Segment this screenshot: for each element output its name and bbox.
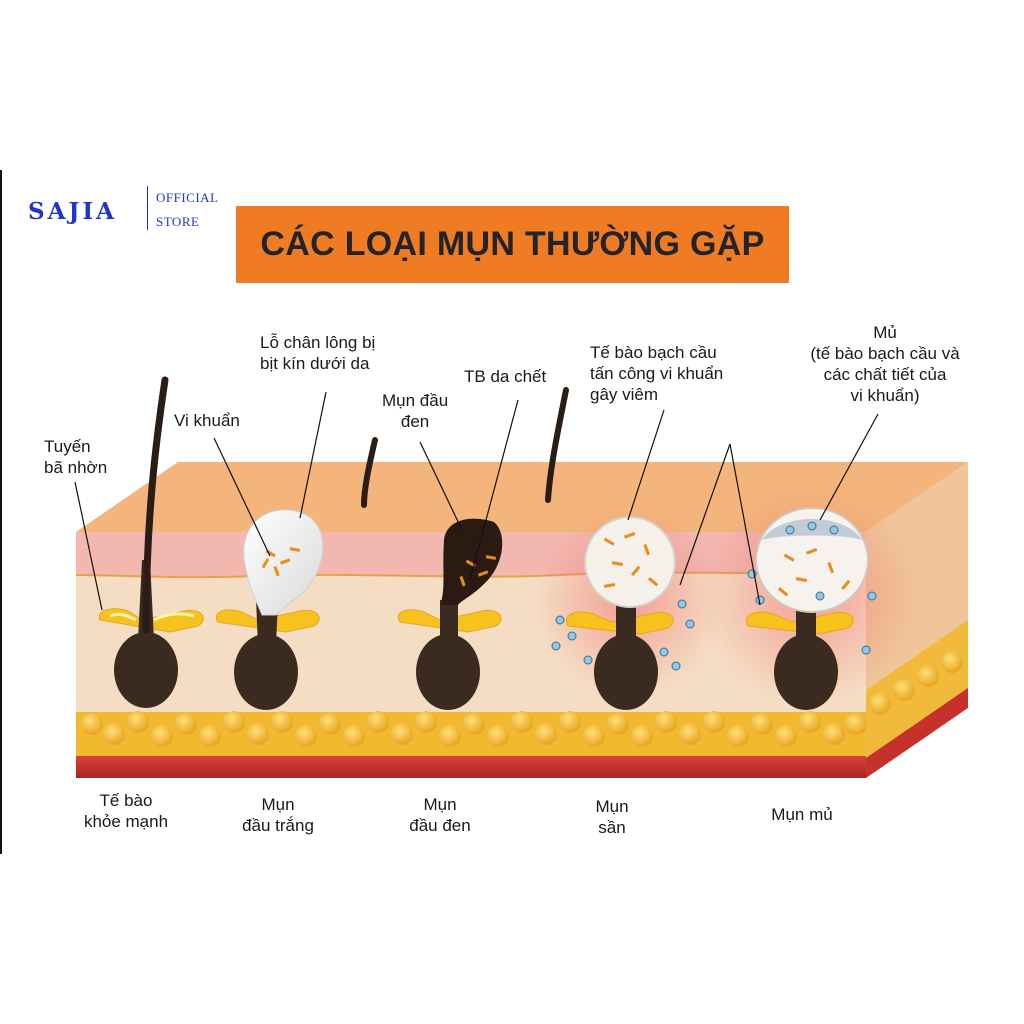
brand-official: OFFICIAL — [156, 190, 219, 205]
callout-blackhead: Mụn đầu đen — [382, 391, 449, 431]
muscle-side-face — [866, 688, 968, 778]
callout-bacteria: Vi khuẩn — [174, 411, 240, 430]
callout-white-blood-cells: Tế bào bạch cầu tấn công vi khuẩn gây vi… — [590, 343, 724, 404]
fat-cells — [81, 651, 963, 747]
brand-store: STORE — [156, 214, 200, 229]
stage-caption-healthy: Tế bào khỏe mạnh — [83, 791, 169, 831]
title-banner: CÁC LOẠI MỤN THƯỜNG GẶP — [236, 206, 789, 283]
follicle-blackhead — [361, 437, 503, 710]
leader-lines — [74, 391, 879, 611]
stage-caption-whitehead: Mụn đầu trắng — [242, 795, 314, 835]
callout-dead-skin: TB da chết — [464, 367, 547, 386]
muscle-layer — [76, 756, 866, 778]
follicle-papule — [545, 387, 695, 710]
follicle-pustule — [745, 507, 877, 710]
callout-clogged-pore: Lỗ chân lông bị bịt kín dưới da — [260, 333, 376, 373]
follicle-healthy — [98, 376, 204, 708]
hair-shaft — [142, 376, 169, 634]
left-border-line — [0, 170, 2, 854]
stage-caption-pustule: Mụn mủ — [771, 805, 833, 824]
stage-caption-papule: Mụn sần — [595, 797, 629, 837]
follicle-whitehead — [215, 509, 324, 710]
brand-logo: SAJIA — [28, 198, 117, 225]
callout-pus: Mủ (tế bào bạch cầu và các chất tiết của… — [810, 323, 960, 405]
brand-divider — [147, 186, 148, 230]
stage-caption-blackhead: Mụn đầu đen — [409, 795, 471, 835]
callout-sebaceous-gland: Tuyến bã nhờn — [44, 437, 108, 477]
page-title: CÁC LOẠI MỤN THƯỜNG GẶP — [260, 225, 765, 263]
